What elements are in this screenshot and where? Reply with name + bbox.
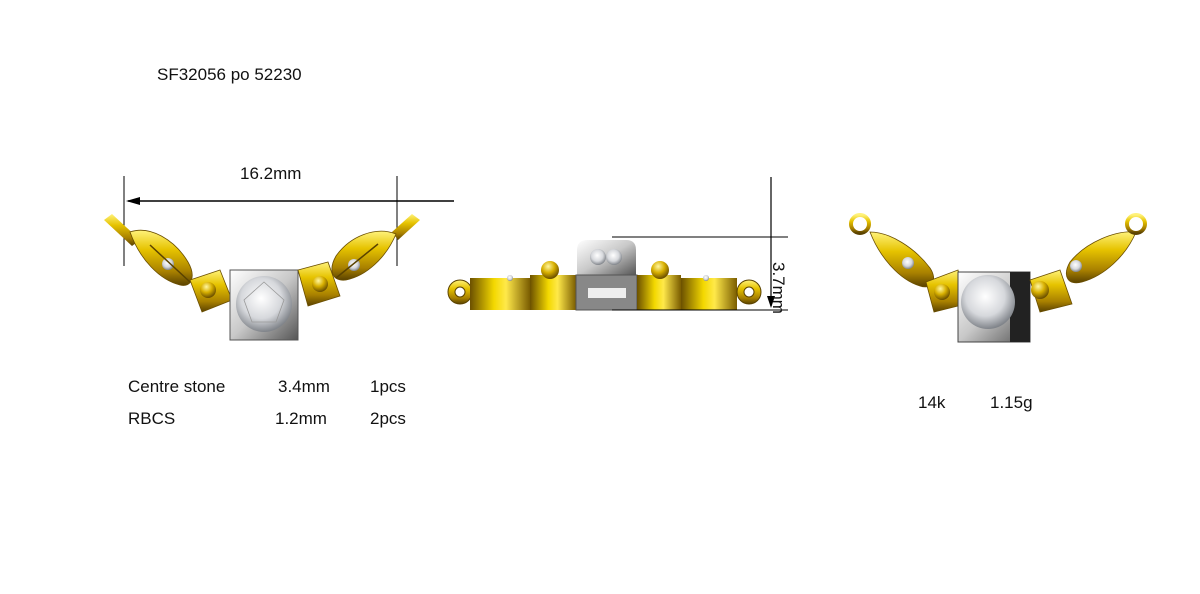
stone-name: Centre stone [128,377,226,396]
metal-weight: 1.15g [990,393,1033,412]
stone-qty: 2pcs [370,409,406,428]
arrow-down-icon [767,296,775,308]
height-dimension-label: 3.7mm [769,262,788,314]
dimension-width [123,176,454,266]
drawing-title: SF32056 po 52230 [157,65,302,84]
stone-size: 1.2mm [275,409,327,428]
front-view [104,176,454,341]
right-leaf [331,214,420,281]
side-view [447,177,788,311]
stone-size: 3.4mm [278,377,330,396]
metal-karat: 14k [918,393,946,412]
stone-name: RBCS [128,409,176,428]
perspective-view [849,213,1147,343]
width-dimension-label: 16.2mm [240,164,302,183]
arrow-left-icon [126,197,140,205]
centre-setting [229,269,299,341]
right-cube [297,261,341,307]
dimension-height [612,177,788,311]
stone-qty: 1pcs [370,377,406,396]
left-leaf [104,214,193,286]
left-cube [189,269,233,313]
